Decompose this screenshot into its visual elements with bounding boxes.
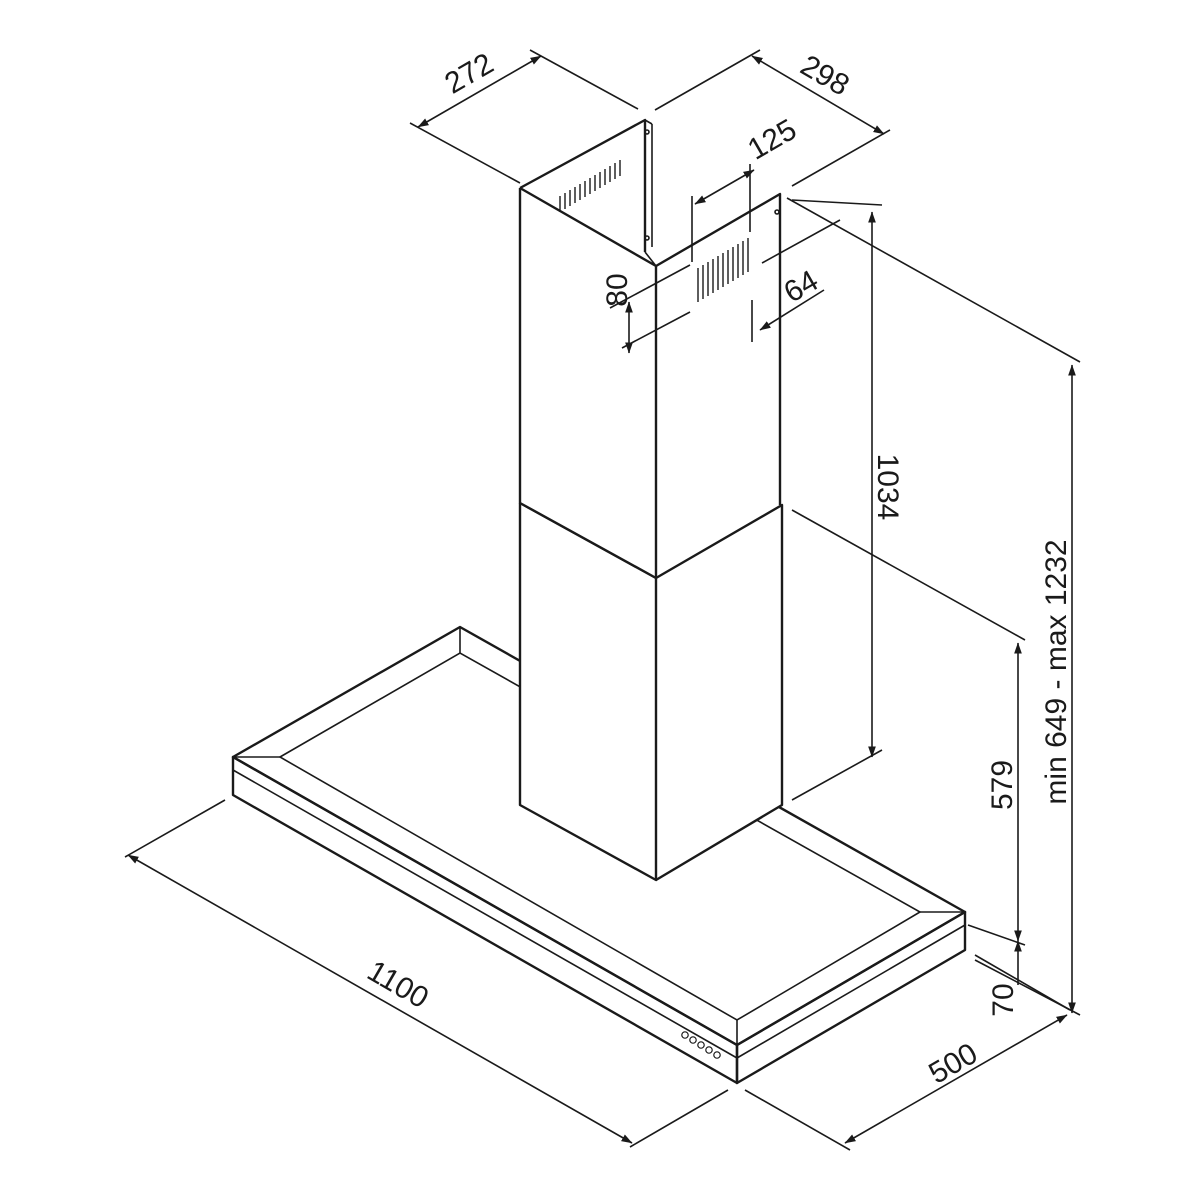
canopy-side (735, 910, 967, 1085)
upper-chimney-left-face (518, 186, 658, 580)
control-panel (681, 1031, 721, 1059)
dim-label-272: 272 (439, 47, 499, 101)
rear-vent-grille (559, 160, 621, 212)
dim-label-80: 80 (601, 273, 634, 306)
control-button[interactable] (681, 1031, 689, 1039)
control-button[interactable] (713, 1051, 721, 1059)
dim-label-70: 70 (987, 983, 1020, 1016)
dim-label-125: 125 (742, 113, 802, 167)
dim-label-579: 579 (986, 760, 1019, 810)
front-vent-grille (697, 238, 749, 302)
chimney (518, 118, 784, 882)
dim-label-298: 298 (795, 49, 855, 103)
control-button[interactable] (697, 1041, 705, 1049)
dimension-lines (124, 49, 1081, 1151)
dim-label-1034: 1034 (871, 454, 904, 521)
dim-label-total-height: min 649 - max 1232 (1040, 539, 1073, 804)
dim-label-500: 500 (923, 1037, 983, 1091)
dim-label-1100: 1100 (362, 954, 434, 1015)
control-button[interactable] (689, 1036, 697, 1044)
lower-chimney-right-face (655, 503, 784, 882)
dim-label-64: 64 (779, 264, 824, 309)
control-button[interactable] (705, 1046, 713, 1054)
